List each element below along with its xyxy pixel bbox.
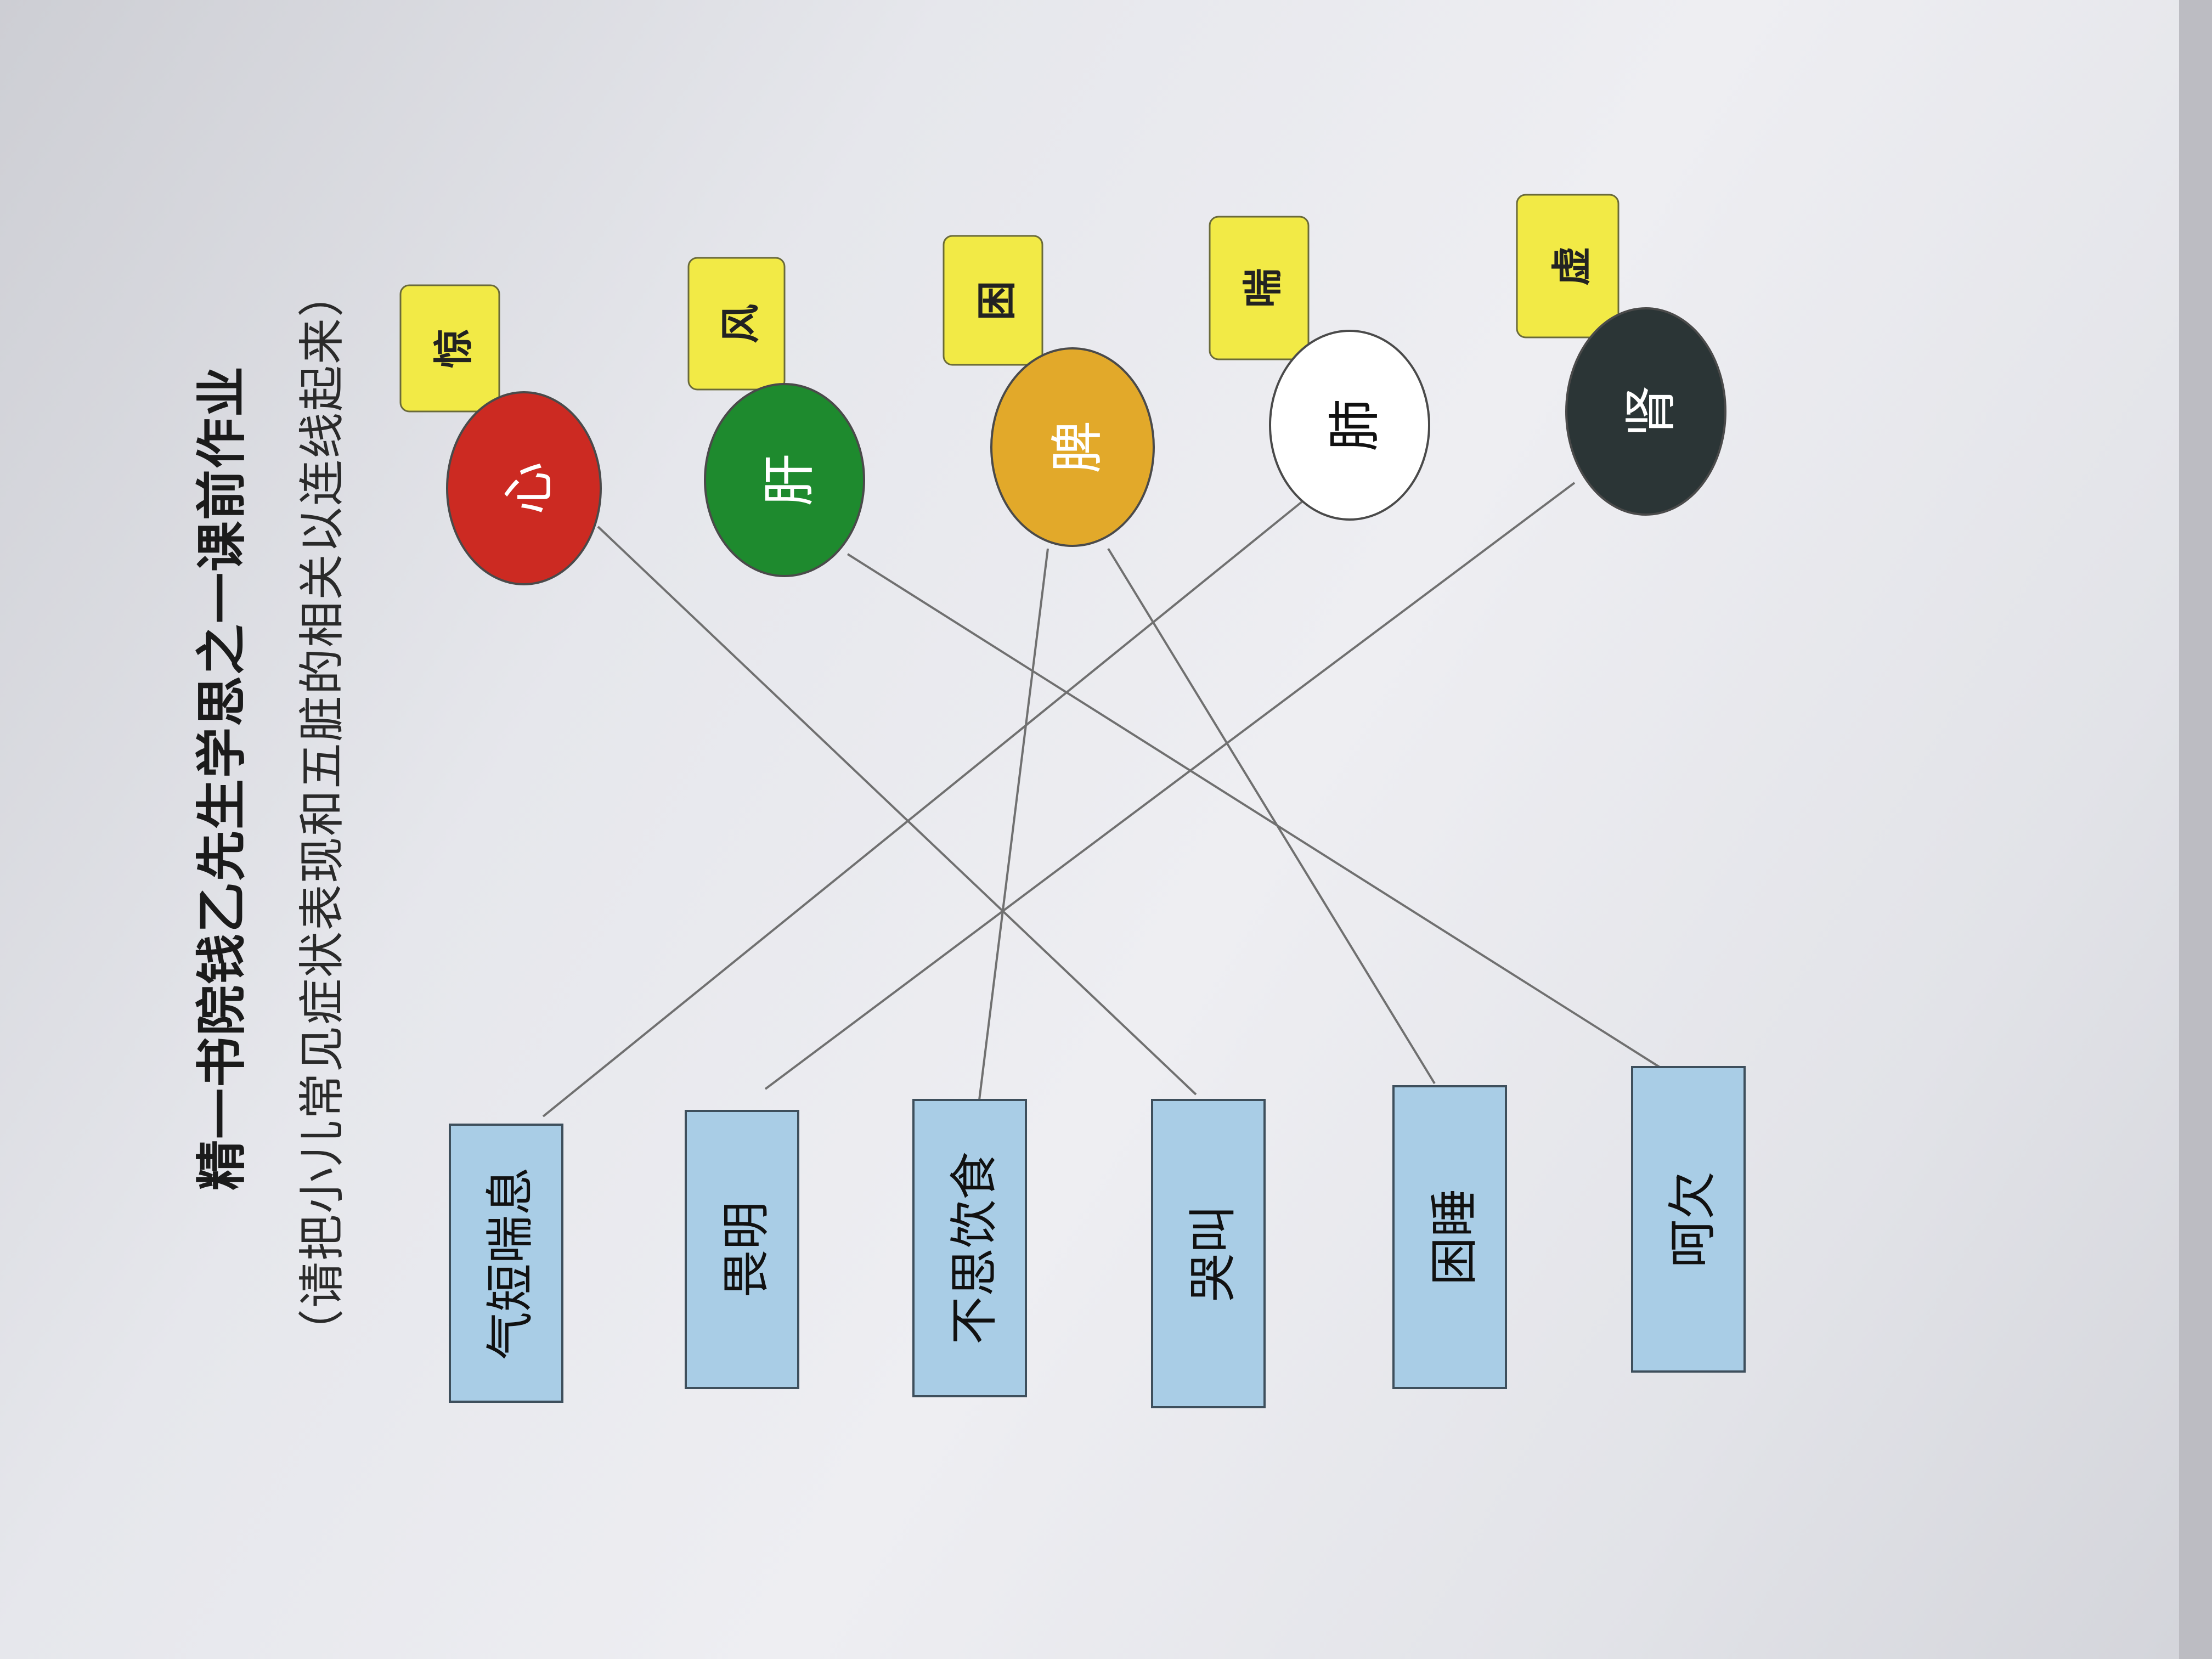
organ-tag-label: 困 xyxy=(973,280,1020,320)
organ-node xyxy=(1565,307,1726,516)
organ-tag-label: 惊 xyxy=(430,329,477,369)
connection-line xyxy=(542,495,1310,1118)
connection-line xyxy=(764,482,1576,1090)
symptom-label: 气短喘息 xyxy=(482,1166,538,1360)
symptom-label: 呵欠 xyxy=(1664,1171,1720,1268)
organ-label: 肝 xyxy=(758,454,820,506)
organ-node xyxy=(1269,330,1430,521)
organ-label: 心 xyxy=(498,462,560,515)
organ-tag-box xyxy=(943,235,1043,366)
symptom-box xyxy=(1392,1085,1507,1389)
organ-node xyxy=(990,347,1155,547)
symptom-label: 不思饮食 xyxy=(945,1152,1002,1345)
organ-tag-box xyxy=(687,257,786,391)
organ-tag-label: 虚 xyxy=(1548,246,1594,286)
organ-tag-label: 喘 xyxy=(1239,268,1286,308)
organ-tag-box xyxy=(1516,194,1620,338)
symptom-label: 困睡 xyxy=(1425,1189,1482,1286)
connection-line xyxy=(597,526,1197,1096)
organ-node xyxy=(446,391,602,585)
connection-line xyxy=(978,548,1049,1101)
symptom-box xyxy=(1151,1099,1266,1408)
symptom-box xyxy=(685,1110,799,1389)
symptom-box xyxy=(1631,1066,1746,1373)
symptom-box xyxy=(912,1099,1027,1397)
symptom-box xyxy=(449,1124,563,1403)
organ-tag-box xyxy=(399,284,500,413)
symptom-label: 哭叫 xyxy=(1184,1205,1240,1302)
organ-label: 脾 xyxy=(1046,421,1108,473)
connection-line xyxy=(847,553,1661,1068)
organ-label: 肾 xyxy=(1620,385,1681,438)
organ-label: 肺 xyxy=(1323,399,1385,452)
organ-tag-box xyxy=(1209,216,1310,360)
organ-node xyxy=(704,383,865,577)
organ-tag-label: 风 xyxy=(717,304,763,344)
connection-line xyxy=(1107,548,1436,1085)
paper-edge xyxy=(2179,0,2212,1659)
symptom-label: 畏明 xyxy=(718,1201,774,1298)
